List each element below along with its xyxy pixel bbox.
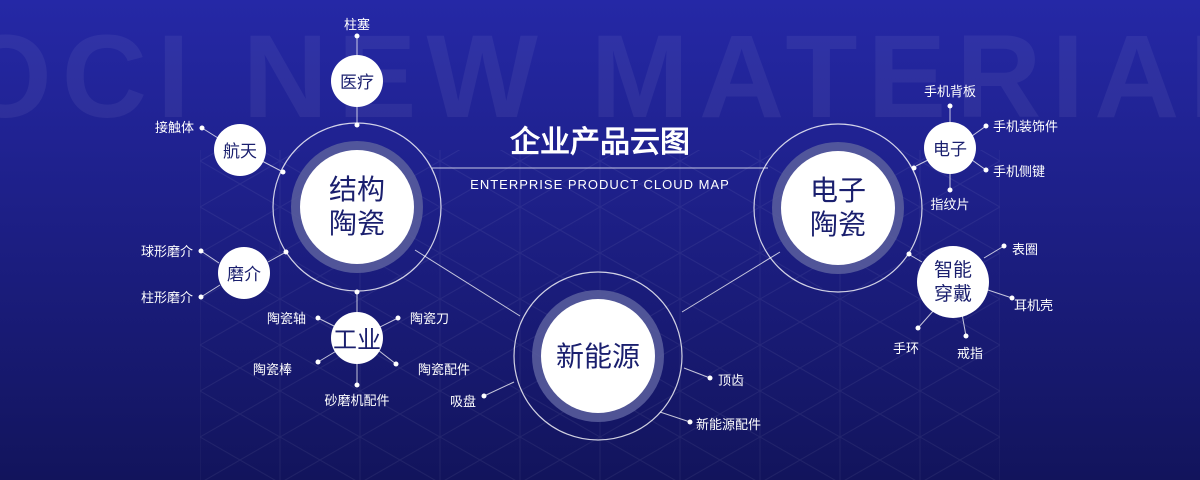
node-wearable-label-line1: 智能 [934,259,972,281]
leaf-ceramic-rod[interactable]: 陶瓷棒 [253,362,292,378]
leaf-dot [947,187,953,193]
node-industrial[interactable]: 工业 [331,312,383,364]
hub-new-energy[interactable]: 新能源 [513,271,683,441]
leaf-dot [481,393,487,399]
leaf-dot [947,103,953,109]
leaf-dot [1009,295,1015,301]
link-newenergy-leaf2 [683,367,711,379]
node-wearable-label-line2: 穿戴 [934,283,972,305]
leaf-top-teeth[interactable]: 顶齿 [718,374,744,389]
leaf-dot [687,419,693,425]
leaf-ceramic-shaft[interactable]: 陶瓷轴 [267,311,306,327]
link-wearable-leaf3 [917,309,935,329]
hub-structural-label-line1: 结构 [329,173,385,206]
link-aerospace-hub [261,160,284,173]
background-watermark-text: OCI NEW MATERIAL [0,11,1200,143]
link-electronics-hub [915,159,929,167]
leaf-dot [315,359,321,365]
leaf-dot [983,167,989,173]
hub-dot [283,249,289,255]
leaf-dot [393,361,399,367]
link-industrial-leaf2 [377,317,399,329]
leaf-spherical-media[interactable]: 球形磨介 [141,245,193,260]
leaf-dot [199,125,205,131]
hub-structural-ceramics[interactable]: 结构 陶瓷 [272,122,442,292]
hub-dot [354,289,360,295]
leaf-dot [395,315,401,321]
leaf-new-energy-parts[interactable]: 新能源配件 [696,417,761,433]
leaf-dot [1001,243,1007,249]
leaf-suction-cup[interactable]: 吸盘 [450,394,476,410]
hub-structural-label-line2: 陶瓷 [329,207,385,240]
node-industrial-label: 工业 [333,326,381,354]
leaf-phone-backplate[interactable]: 手机背板 [924,85,976,100]
link-aerospace-leaf [201,127,219,139]
leaf-dot [198,294,204,300]
node-electronics[interactable]: 电子 [924,122,976,174]
node-aerospace[interactable]: 航天 [214,124,266,176]
leaf-earphone-shell[interactable]: 耳机壳 [1014,299,1053,314]
link-industrial-leaf3 [317,349,339,363]
leaf-dot [315,315,321,321]
leaf-sand-mill-parts[interactable]: 砂磨机配件 [324,394,389,409]
link-newenergy-leaf3 [659,411,691,423]
hub-dot [906,251,912,257]
node-electronics-label: 电子 [933,140,967,160]
node-medical-label: 医疗 [340,73,374,93]
leaf-fingerprint-plate[interactable]: 指纹片 [930,198,969,213]
hub-dot [354,122,360,128]
leaf-phone-side-key[interactable]: 手机侧键 [993,165,1045,180]
leaf-dot [983,123,989,129]
leaf-bracelet[interactable]: 手环 [893,342,919,357]
hub-electronic-ceramics[interactable]: 电子 陶瓷 [753,123,923,293]
leaf-dot [707,375,713,381]
hub-dot [911,165,917,171]
leaf-dot [915,325,921,331]
link-newenergy-leaf1 [483,381,515,397]
page-subtitle: ENTERPRISE PRODUCT CLOUD MAP [470,177,730,192]
node-smart-wearable[interactable]: 智能 穿戴 [917,246,989,318]
link-abrasive-hub [267,251,287,263]
leaf-contact-body[interactable]: 接触体 [155,120,194,136]
link-abrasive-leaf2 [200,284,221,298]
leaf-dot [198,248,204,254]
page-title: 企业产品云图 [510,125,690,160]
hub-dot [280,169,286,175]
hub-new-energy-label: 新能源 [556,340,640,373]
hub-electronic-label-line2: 陶瓷 [810,208,866,241]
leaf-phone-trim[interactable]: 手机装饰件 [993,120,1058,135]
node-aerospace-label: 航天 [223,142,257,162]
link-electronics-leaf2 [971,125,987,137]
link-wearable-leaf1 [983,245,1005,259]
node-medical[interactable]: 医疗 [331,55,383,107]
leaf-dot [354,382,360,388]
leaf-dot [963,333,969,339]
link-wearable-hub [909,254,923,263]
leaf-plunger[interactable]: 柱塞 [344,17,370,33]
leaf-cylindrical-media[interactable]: 柱形磨介 [141,291,193,306]
leaf-dot [354,33,360,39]
link-newenergy-electronic [681,251,781,313]
leaf-ceramic-knife[interactable]: 陶瓷刀 [410,311,449,327]
node-abrasive-label: 磨介 [227,265,261,285]
leaf-ceramic-fittings[interactable]: 陶瓷配件 [418,362,470,378]
link-abrasive-leaf1 [200,250,220,264]
link-industrial-leaf4 [377,349,397,365]
leaf-ring[interactable]: 戒指 [957,347,983,362]
hub-electronic-label-line1: 电子 [810,174,866,207]
link-wearable-leaf2 [987,289,1013,299]
node-abrasive[interactable]: 磨介 [218,247,270,299]
link-electronics-leaf3 [971,159,987,171]
leaf-watch-bezel[interactable]: 表圈 [1012,243,1038,258]
link-structural-newenergy [414,249,521,317]
link-wearable-leaf4 [961,313,967,337]
